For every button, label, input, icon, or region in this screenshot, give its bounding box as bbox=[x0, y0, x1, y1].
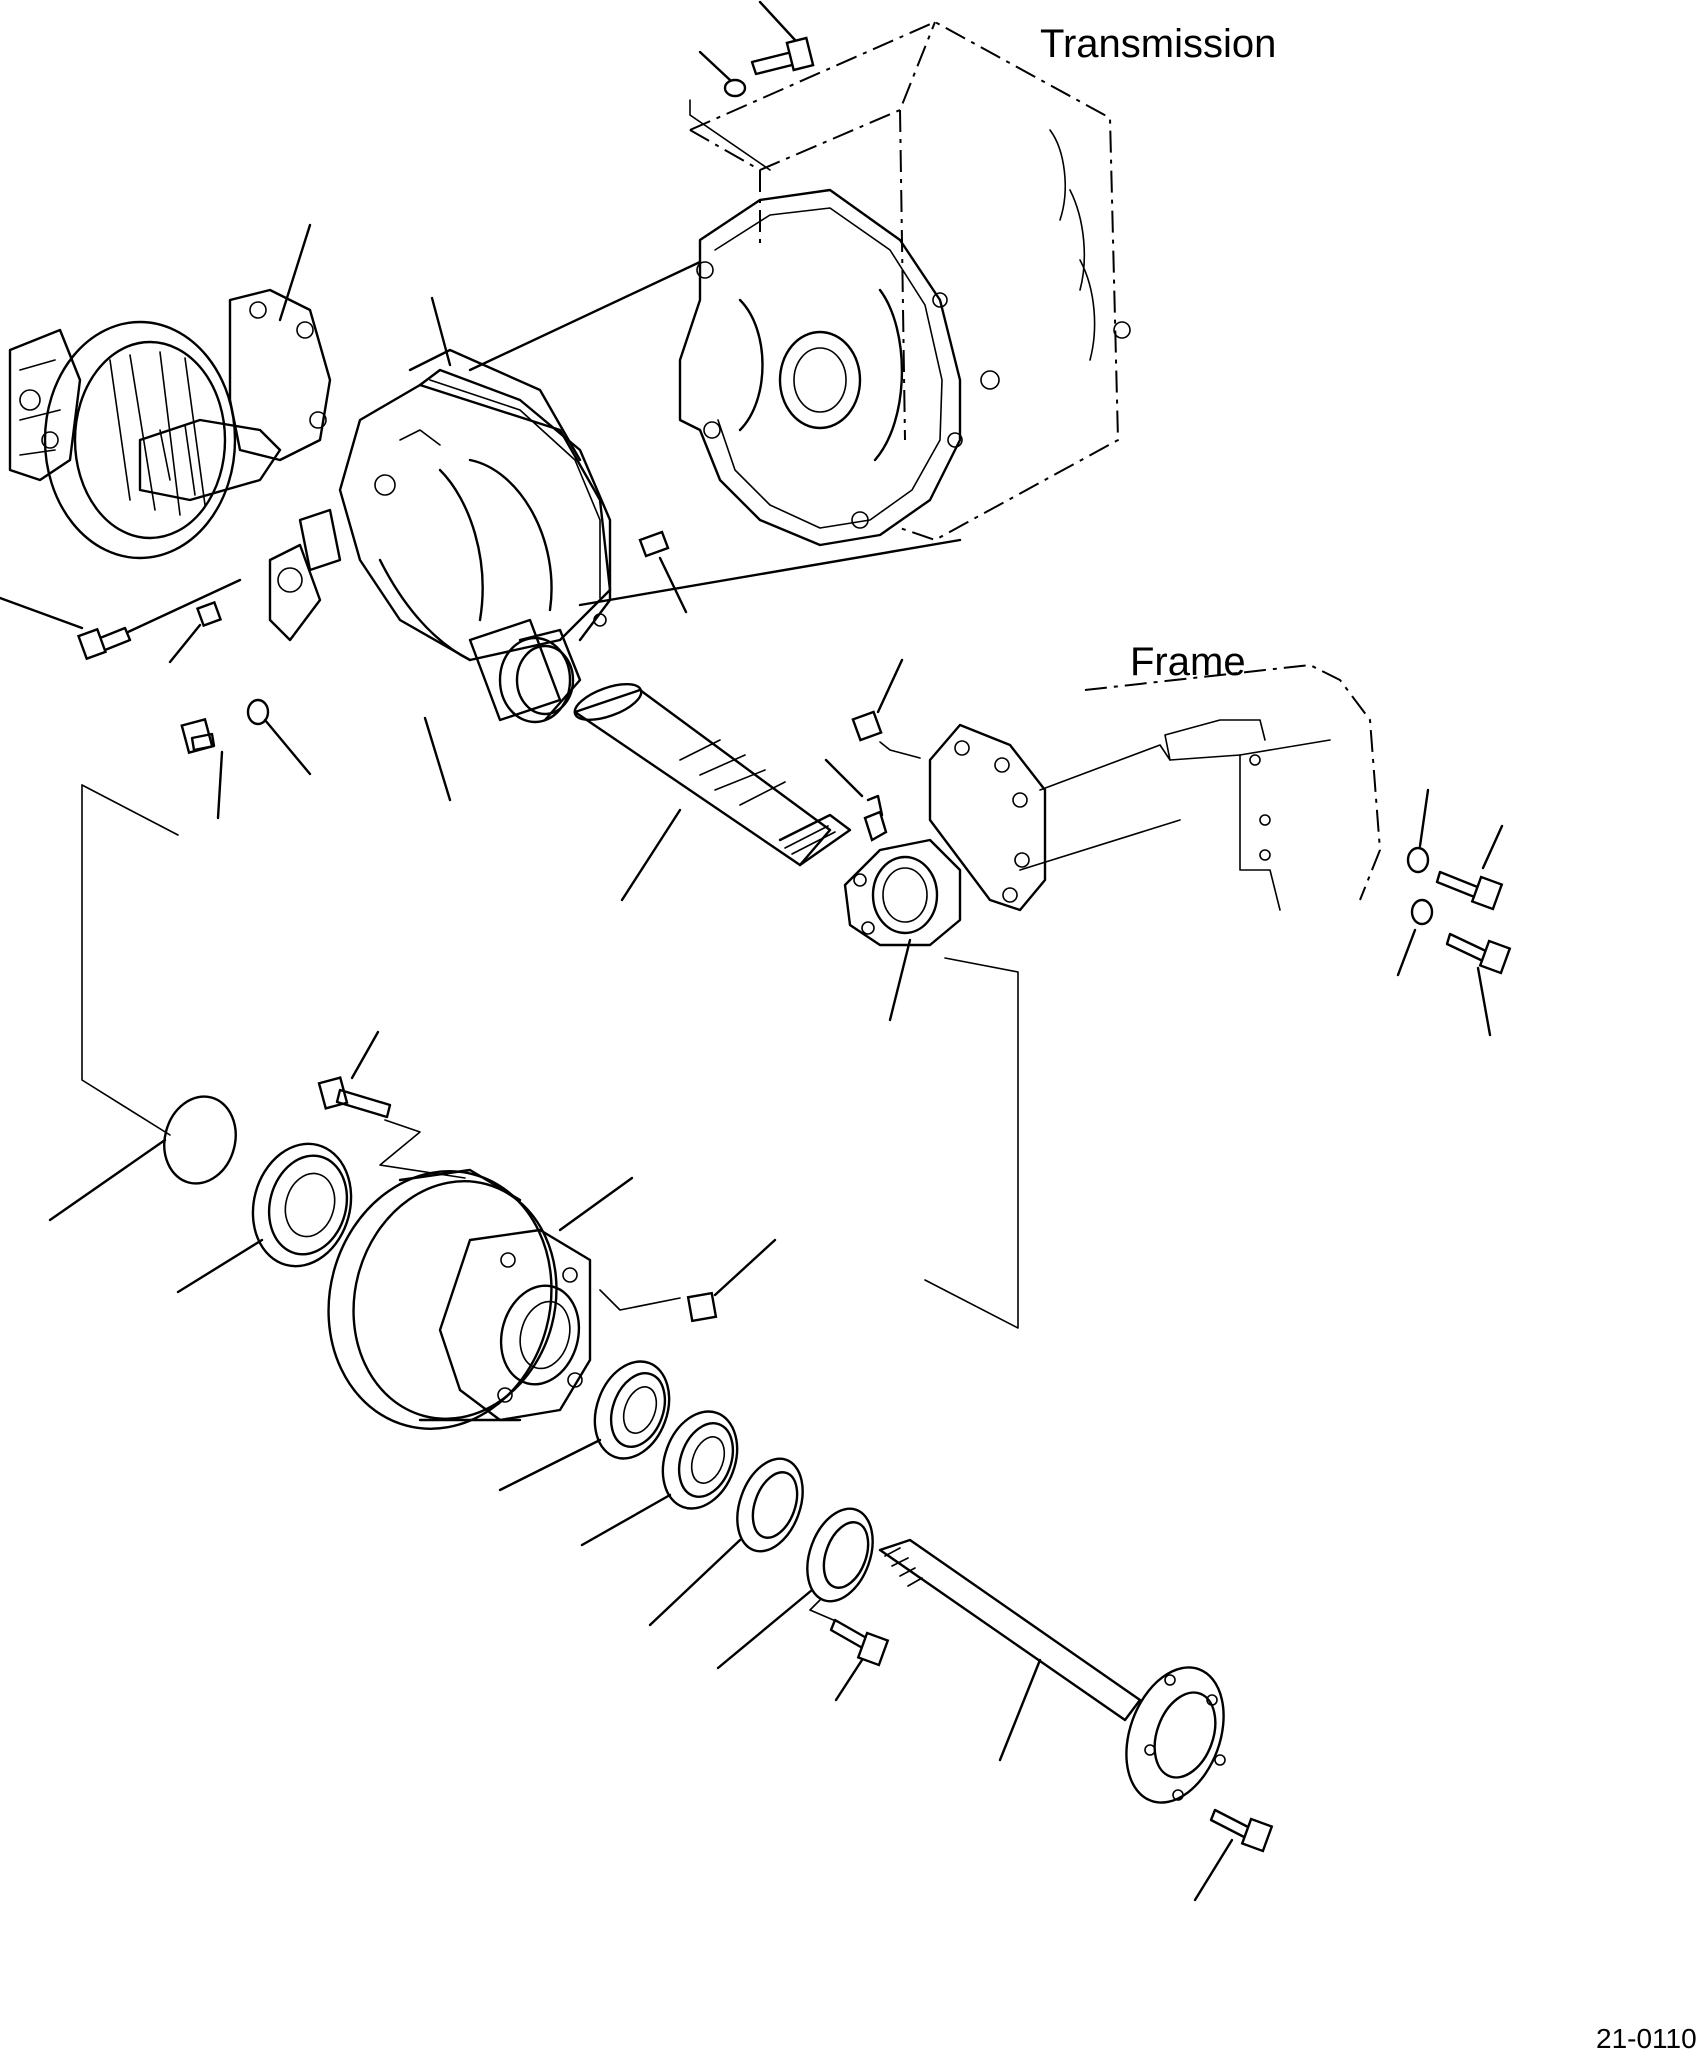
brake-assembly bbox=[8, 320, 282, 560]
dowel-pin bbox=[638, 530, 688, 614]
transmission-bolt bbox=[750, 0, 815, 76]
bracket bbox=[843, 723, 1047, 947]
gasket bbox=[228, 288, 332, 462]
frame-bolt-upper bbox=[1435, 824, 1504, 911]
differential-housing bbox=[268, 348, 612, 724]
drain-plug bbox=[180, 717, 224, 820]
transmission-washer bbox=[698, 50, 747, 98]
figure-number: 21-0110 bbox=[1596, 2023, 1697, 2054]
grease-fitting bbox=[824, 758, 888, 842]
shaft-bolt bbox=[829, 1618, 890, 1702]
hub-bolt bbox=[317, 1030, 392, 1119]
frame bbox=[1019, 663, 1382, 911]
inner-bearing bbox=[498, 1360, 671, 1492]
frame-washer-upper bbox=[1406, 788, 1430, 874]
frame-washer-lower bbox=[1396, 898, 1434, 977]
lock-washer bbox=[246, 698, 312, 776]
mounting-bolt bbox=[0, 578, 242, 661]
wheel-hub-drum bbox=[327, 1168, 634, 1430]
axle-tube bbox=[573, 683, 852, 867]
transmission-housing bbox=[678, 20, 1131, 547]
frame-bolt-lower bbox=[1445, 932, 1512, 1037]
hub-nut bbox=[686, 1238, 777, 1323]
axle-shaft bbox=[878, 1538, 1226, 1804]
seal bbox=[716, 1507, 874, 1670]
nut bbox=[851, 658, 921, 759]
bearing bbox=[176, 1142, 353, 1294]
flange-bolt bbox=[1193, 1808, 1274, 1902]
housing-gasket bbox=[418, 368, 612, 642]
frame-label: Frame bbox=[1130, 640, 1246, 684]
o-ring bbox=[48, 1095, 237, 1222]
outer-bearing bbox=[580, 1410, 739, 1547]
transmission-bore bbox=[778, 330, 862, 430]
retainer-plate bbox=[648, 1457, 804, 1627]
transmission-label: Transmission bbox=[1040, 22, 1276, 66]
plug bbox=[168, 600, 223, 664]
